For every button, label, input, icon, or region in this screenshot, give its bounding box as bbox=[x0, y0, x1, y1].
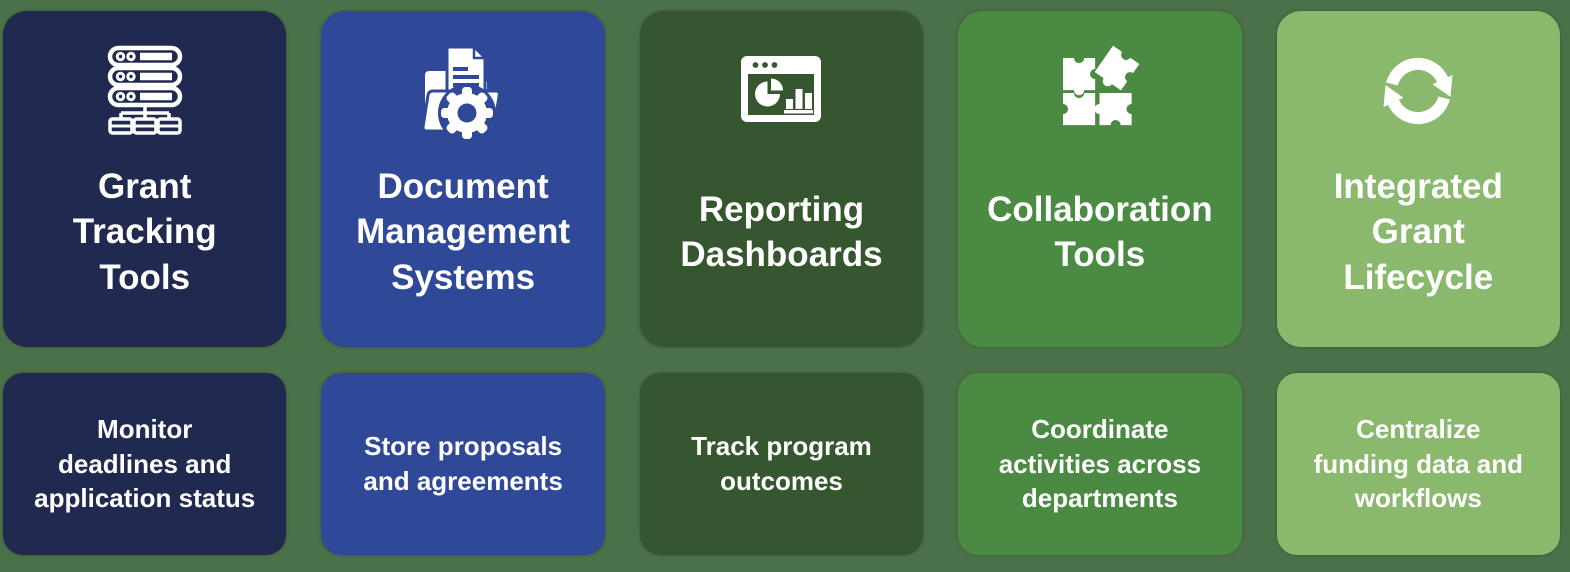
card-description: Store proposals and agreements bbox=[363, 431, 563, 496]
feature-card-integrated-lifecycle: Integrated Grant Lifecycle bbox=[1276, 11, 1560, 347]
card-title: Grant Tracking Tools bbox=[72, 166, 217, 297]
description-card-grant-tracking: Monitor deadlines and application status bbox=[3, 373, 287, 555]
card-title: Collaboration Tools bbox=[987, 189, 1213, 275]
dashboard-charts-icon bbox=[731, 43, 831, 143]
feature-card-collaboration: Collaboration Tools bbox=[958, 11, 1242, 347]
card-description: Coordinate activities across departments bbox=[998, 414, 1202, 514]
card-description: Centralize funding data and workflows bbox=[1313, 414, 1523, 514]
description-card-integrated-lifecycle: Centralize funding data and workflows bbox=[1276, 373, 1560, 555]
card-description: Monitor deadlines and application status bbox=[34, 414, 256, 514]
feature-card-grant-tracking: Grant Tracking Tools bbox=[3, 11, 287, 347]
card-title: Reporting Dashboards bbox=[680, 189, 883, 275]
feature-card-reporting-dashboards: Reporting Dashboards bbox=[639, 11, 924, 347]
puzzle-pieces-icon bbox=[1050, 43, 1150, 143]
card-title: Integrated Grant Lifecycle bbox=[1333, 166, 1503, 297]
folder-document-gear-icon bbox=[413, 43, 513, 143]
cycle-arrows-icon bbox=[1368, 43, 1468, 143]
card-description: Track program outcomes bbox=[691, 431, 872, 496]
feature-card-document-management: Document Management Systems bbox=[321, 11, 605, 347]
description-card-document-management: Store proposals and agreements bbox=[321, 373, 605, 555]
server-network-icon bbox=[95, 43, 195, 143]
card-title: Document Management Systems bbox=[356, 166, 571, 297]
description-card-reporting-dashboards: Track program outcomes bbox=[639, 373, 924, 555]
description-card-collaboration: Coordinate activities across departments bbox=[958, 373, 1242, 555]
